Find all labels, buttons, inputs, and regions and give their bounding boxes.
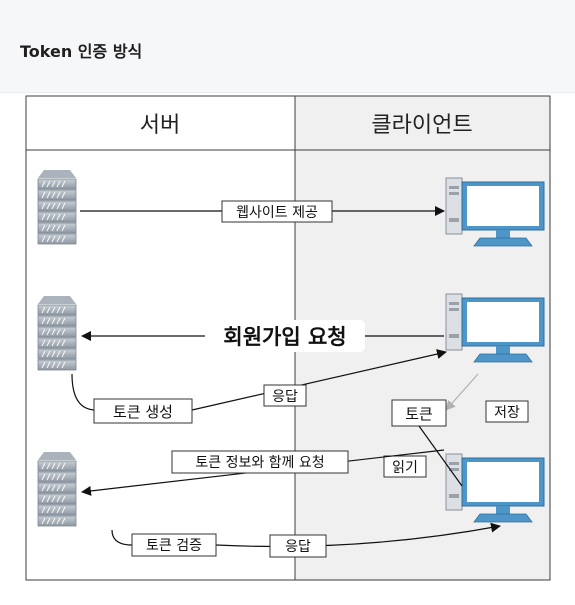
store-label: 저장: [494, 405, 520, 421]
response1-label: 응답: [272, 389, 298, 405]
signup-label: 회원가입 요청: [223, 325, 346, 349]
server-icon: [37, 295, 77, 371]
server-column-title: 서버: [140, 113, 180, 138]
response2-box: [269, 534, 327, 558]
response1-box: [263, 384, 307, 407]
read-connector: [418, 425, 463, 487]
store-arrow: [445, 373, 479, 411]
server-icon: [37, 451, 77, 527]
website-label-box: [221, 200, 333, 223]
client-column-title: 클라이언트: [371, 113, 472, 138]
response2-arrow: [215, 522, 501, 548]
read-box: [383, 455, 427, 478]
response1-arrow: [191, 349, 447, 411]
token-create-label: 토큰 생성: [113, 403, 173, 421]
page-title: Token 인증 방식: [20, 42, 143, 61]
section-header: Token 인증 방식: [0, 0, 575, 93]
website-label: 웹사이트 제공: [236, 205, 318, 221]
token-create-connector: [71, 373, 97, 411]
request-with-token-box: [171, 450, 349, 474]
request-with-token-label: 토큰 정보와 함께 요청: [195, 455, 324, 471]
token-box: [391, 399, 447, 427]
token-verify-box: [131, 533, 217, 557]
token-verify-label: 토큰 검증: [146, 538, 202, 554]
read-label: 읽기: [392, 460, 418, 476]
response2-label: 응답: [285, 539, 311, 555]
token-create-box: [93, 398, 193, 424]
store-box: [485, 400, 529, 423]
token-verify-connector: [111, 529, 133, 546]
token-label: 토큰: [405, 405, 433, 423]
server-icon: [37, 169, 77, 245]
signup-label-box: [205, 320, 365, 352]
